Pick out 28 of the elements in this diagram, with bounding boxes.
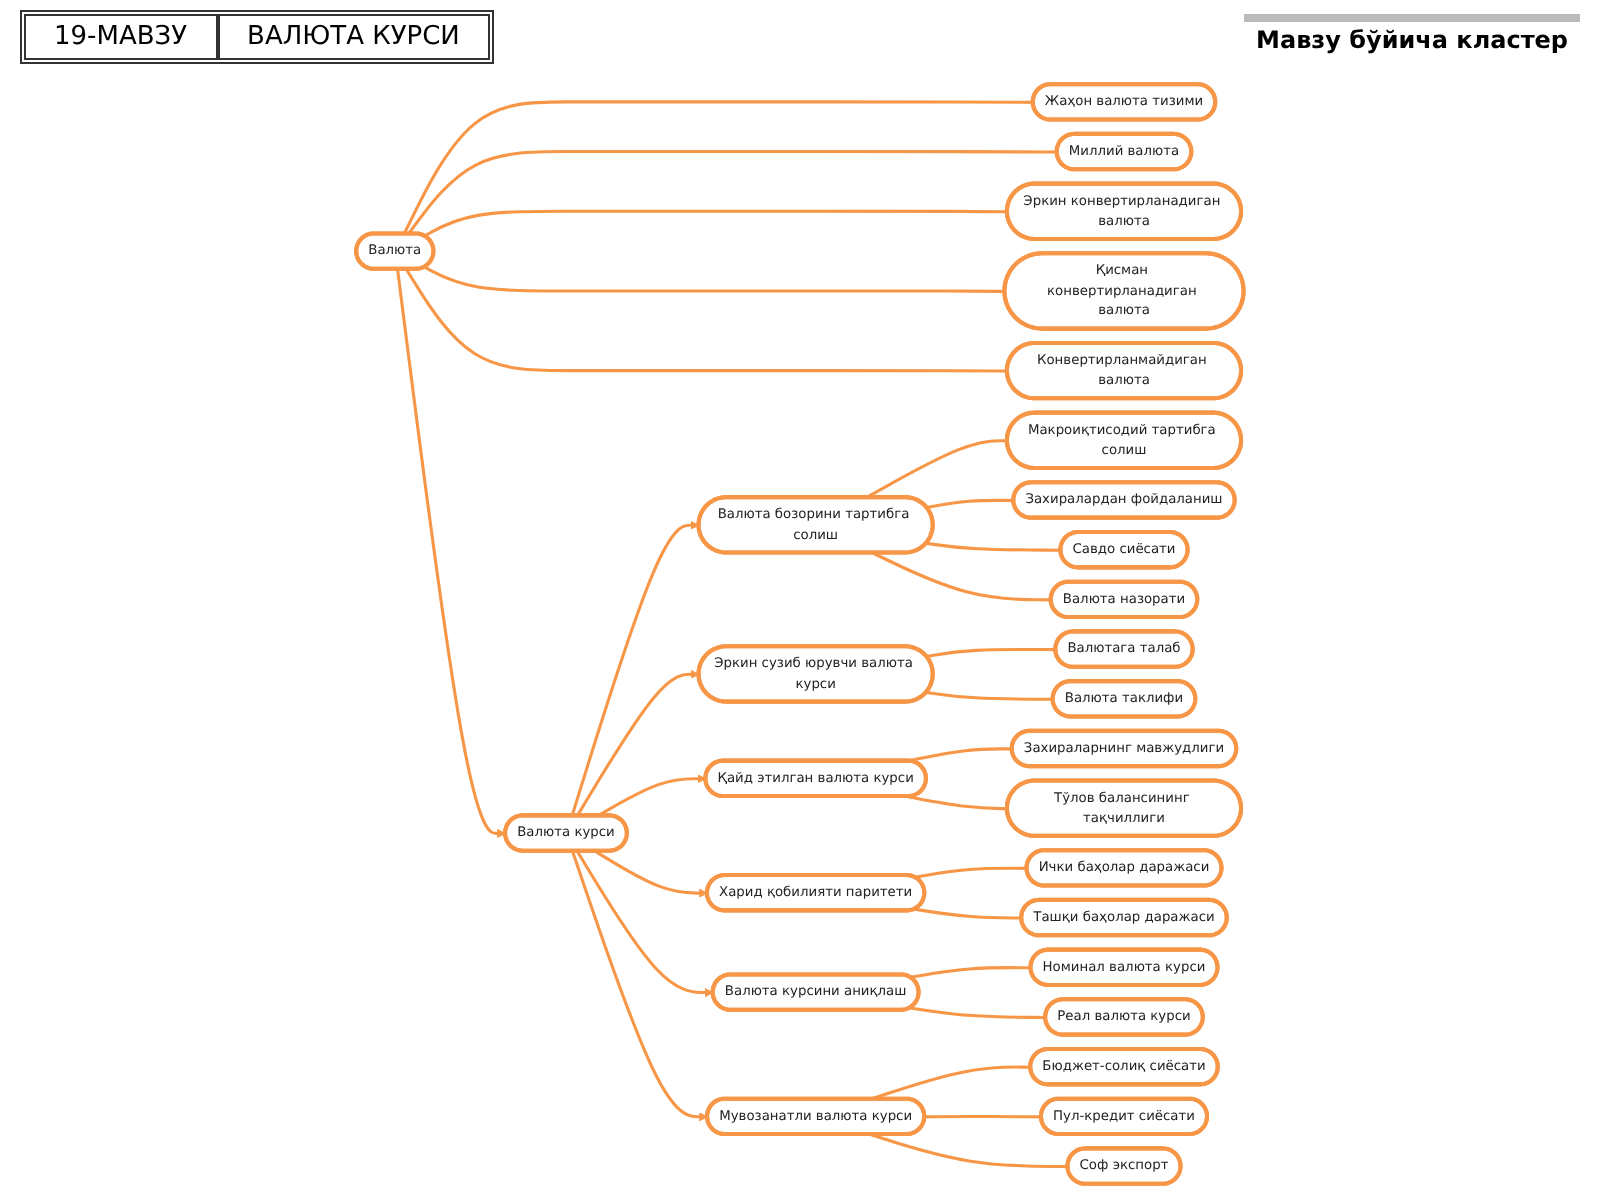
connector bbox=[423, 209, 1008, 238]
subtitle-note: Мавзу бўйича кластер bbox=[1244, 14, 1580, 58]
connector bbox=[926, 690, 1054, 701]
connector bbox=[924, 1115, 1042, 1119]
arrow bbox=[597, 774, 707, 818]
connector bbox=[910, 1006, 1046, 1020]
arrow bbox=[571, 850, 709, 1122]
connector bbox=[914, 907, 1022, 920]
connector bbox=[865, 439, 1008, 500]
connector bbox=[405, 268, 1008, 373]
connector bbox=[872, 551, 1052, 602]
connector bbox=[926, 541, 1062, 552]
connector bbox=[926, 498, 1014, 509]
connector bbox=[407, 150, 1058, 235]
connector bbox=[423, 265, 1006, 293]
topic-number: 19-МАВЗУ bbox=[26, 15, 220, 57]
connector bbox=[926, 647, 1056, 659]
arrow bbox=[396, 269, 507, 838]
connector bbox=[910, 966, 1032, 979]
arrow bbox=[594, 849, 709, 898]
arrow bbox=[570, 520, 700, 817]
arrow bbox=[576, 850, 714, 998]
connector bbox=[914, 866, 1028, 879]
arrow bbox=[576, 669, 700, 817]
connector bbox=[906, 795, 1008, 811]
connector bbox=[870, 1133, 1069, 1169]
connector bbox=[402, 100, 1034, 235]
title: ВАЛЮТА КУРСИ bbox=[245, 19, 462, 55]
